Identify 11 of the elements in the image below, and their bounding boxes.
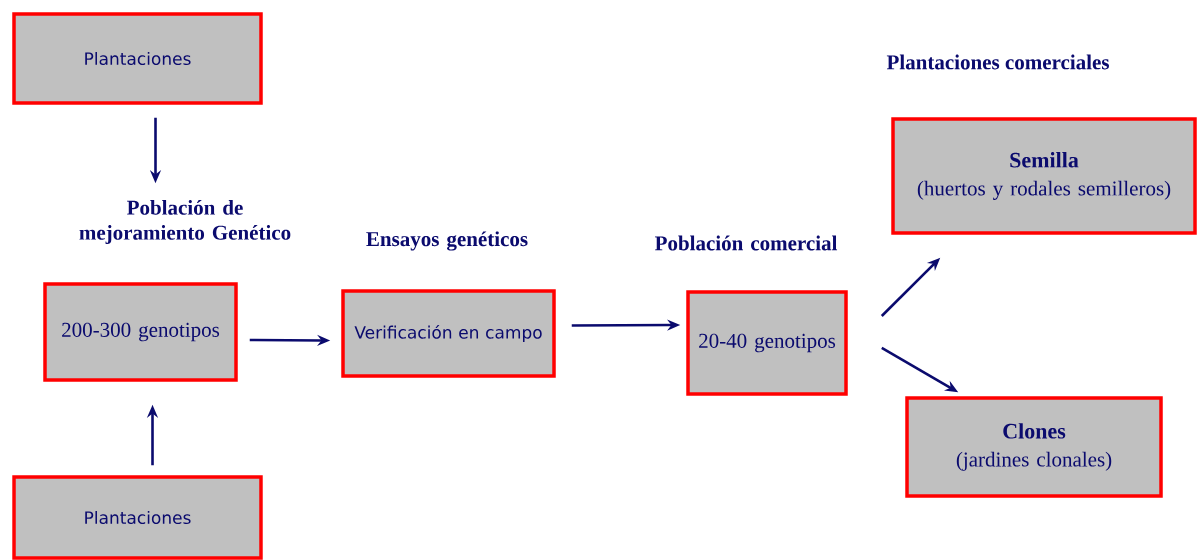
process-box: 200-300 genotipos xyxy=(43,282,238,382)
section-heading: Plantaciones comerciales xyxy=(886,54,1109,70)
heading: Ensayos genéticos xyxy=(366,231,528,251)
process-box: Plantaciones xyxy=(12,475,263,560)
heading: Población de mejoramiento Genético xyxy=(79,199,291,245)
process-box: 20-40 genotipos xyxy=(686,290,848,396)
process-box: Semilla (huertos y rodales semilleros) xyxy=(891,117,1197,235)
heading: Población comercial xyxy=(655,235,838,251)
process-box: Plantaciones xyxy=(12,12,263,105)
process-box: Clones (jardines clonales) xyxy=(905,396,1163,498)
process-box: Verificación en campo xyxy=(341,289,556,378)
